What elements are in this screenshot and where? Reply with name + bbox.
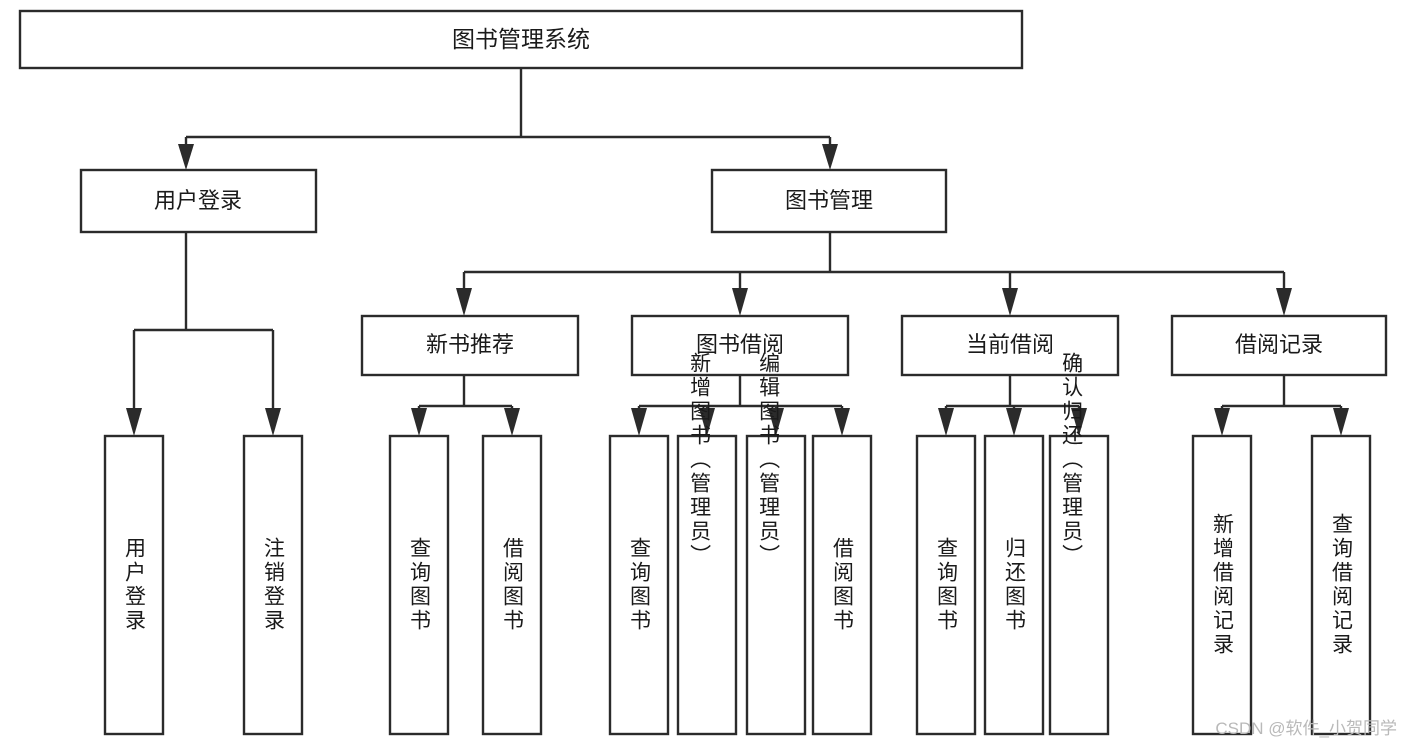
arrow-borrow-record-leaf-2 — [1333, 408, 1349, 436]
leaf-new-book-1-label: 查询图书 — [408, 537, 432, 633]
leaf-user-login-2-label: 注销登录 — [262, 537, 286, 633]
arrow-user-login-leaf-2 — [265, 408, 281, 436]
leaf-current-borrow-3-label: 确认归还（管理员） — [1060, 352, 1084, 568]
arrow-current-borrow-leaf-2 — [1006, 408, 1022, 436]
leaf-current-borrow-3-box — [1048, 434, 1110, 736]
arrow-book-manage-child-4 — [1276, 288, 1292, 316]
leaf-book-borrow-3-box — [745, 434, 807, 736]
leaf-book-borrow-2[interactable]: 新增图书（管理员） — [676, 352, 738, 736]
node-new-book-recommend-box — [360, 314, 580, 377]
node-borrow-record-box — [1170, 314, 1388, 377]
leaf-user-login-2[interactable]: 注销登录 — [242, 434, 304, 736]
leaf-book-borrow-1[interactable]: 查询图书 — [608, 434, 670, 736]
node-user-login[interactable]: 用户登录 — [79, 168, 318, 234]
arrow-root-to-book-manage — [822, 144, 838, 170]
leaf-user-login-1-box — [103, 434, 165, 736]
arrow-current-borrow-leaf-1 — [938, 408, 954, 436]
leaf-book-borrow-4-label: 借阅图书 — [831, 537, 855, 633]
arrow-new-book-leaf-1 — [411, 408, 427, 436]
node-book-manage-box — [710, 168, 948, 234]
arrow-book-borrow-leaf-1 — [631, 408, 647, 436]
node-root-system[interactable]: 图书管理系统 — [18, 9, 1024, 70]
arrow-book-manage-child-2 — [732, 288, 748, 316]
leaf-new-book-2-box — [481, 434, 543, 736]
node-root-box — [18, 9, 1024, 70]
node-borrow-record-label: 借阅记录 — [1235, 332, 1323, 357]
node-root-label: 图书管理系统 — [452, 26, 590, 52]
leaf-borrow-record-2-label: 查询借阅记录 — [1330, 513, 1354, 657]
leaf-current-borrow-2-box — [983, 434, 1045, 736]
leaf-book-borrow-1-label: 查询图书 — [628, 537, 652, 633]
leaf-borrow-record-1[interactable]: 新增借阅记录 — [1191, 434, 1253, 736]
leaf-current-borrow-1[interactable]: 查询图书 — [915, 434, 977, 736]
leaf-borrow-record-2[interactable]: 查询借阅记录 — [1310, 434, 1372, 736]
node-new-book-recommend-label: 新书推荐 — [426, 332, 514, 357]
leaf-new-book-1-box — [388, 434, 450, 736]
leaf-current-borrow-2-label: 归还图书 — [1003, 537, 1027, 633]
node-current-borrow-box — [900, 314, 1120, 377]
node-book-borrow-label: 图书借阅 — [696, 332, 784, 357]
node-book-borrow[interactable]: 图书借阅 — [630, 314, 850, 377]
leaf-new-book-2[interactable]: 借阅图书 — [481, 434, 543, 736]
leaf-current-borrow-3[interactable]: 确认归还（管理员） — [1048, 352, 1110, 736]
node-book-manage-label: 图书管理 — [785, 188, 873, 213]
leaf-book-borrow-3-label: 编辑图书（管理员） — [757, 352, 781, 568]
leaf-borrow-record-1-label: 新增借阅记录 — [1211, 513, 1235, 657]
leaf-new-book-1[interactable]: 查询图书 — [388, 434, 450, 736]
arrow-book-borrow-leaf-4 — [834, 408, 850, 436]
leaf-current-borrow-2[interactable]: 归还图书 — [983, 434, 1045, 736]
leaf-book-borrow-4[interactable]: 借阅图书 — [811, 434, 873, 736]
node-user-login-label: 用户登录 — [154, 188, 242, 213]
arrow-book-borrow-leaf-3 — [768, 408, 784, 436]
node-current-borrow-label: 当前借阅 — [966, 332, 1054, 357]
leaf-borrow-record-2-box — [1310, 434, 1372, 736]
leaf-user-login-2-box — [242, 434, 304, 736]
arrow-borrow-record-leaf-1 — [1214, 408, 1230, 436]
arrow-root-to-user-login — [178, 144, 194, 170]
leaf-borrow-record-1-box — [1191, 434, 1253, 736]
node-book-manage[interactable]: 图书管理 — [710, 168, 948, 234]
leaf-current-borrow-1-label: 查询图书 — [935, 537, 959, 633]
arrow-current-borrow-leaf-3 — [1071, 408, 1087, 436]
node-user-login-box — [79, 168, 318, 234]
leaf-book-borrow-2-box — [676, 434, 738, 736]
connector-layer — [126, 68, 1349, 436]
leaf-user-login-1[interactable]: 用户登录 — [103, 434, 165, 736]
arrow-book-manage-child-1 — [456, 288, 472, 316]
leaf-book-borrow-1-box — [608, 434, 670, 736]
node-new-book-recommend[interactable]: 新书推荐 — [360, 314, 580, 377]
leaf-book-borrow-4-box — [811, 434, 873, 736]
node-book-borrow-box — [630, 314, 850, 377]
node-borrow-record[interactable]: 借阅记录 — [1170, 314, 1388, 377]
leaf-user-login-1-label: 用户登录 — [123, 537, 147, 633]
arrow-user-login-leaf-1 — [126, 408, 142, 436]
node-current-borrow[interactable]: 当前借阅 — [900, 314, 1120, 377]
leaf-book-borrow-3[interactable]: 编辑图书（管理员） — [745, 352, 807, 736]
leaf-new-book-2-label: 借阅图书 — [501, 537, 525, 633]
arrow-book-manage-child-3 — [1002, 288, 1018, 316]
arrow-new-book-leaf-2 — [504, 408, 520, 436]
arrow-book-borrow-leaf-2 — [699, 408, 715, 436]
leaf-current-borrow-1-box — [915, 434, 977, 736]
leaf-book-borrow-2-label: 新增图书（管理员） — [688, 352, 712, 568]
